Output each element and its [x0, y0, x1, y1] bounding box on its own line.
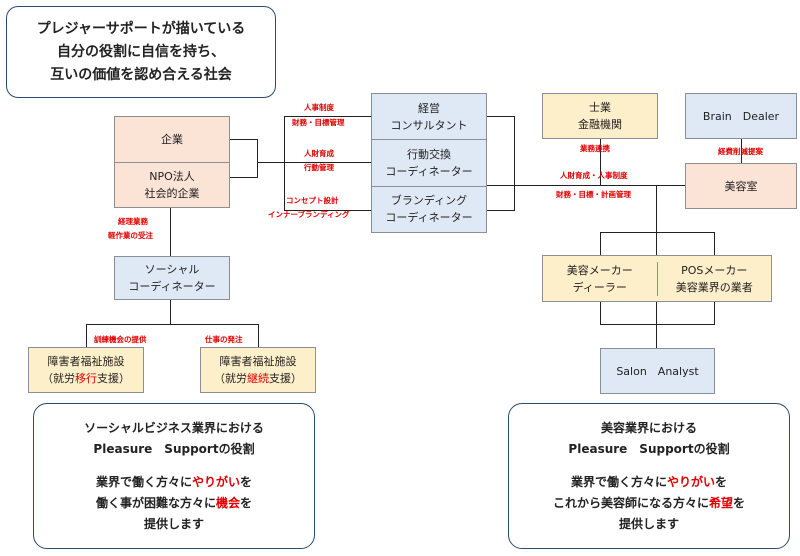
label-gyomu-renkei: 業務連携 — [580, 144, 610, 153]
connector-line — [284, 116, 285, 211]
beauty-role-line-1: 業界で働く方々にやりがいを — [570, 474, 728, 489]
connector-line — [86, 324, 87, 347]
salon-analyst-node: Salon Analyst — [600, 348, 715, 394]
npo-label-2: 社会的企業 — [144, 186, 200, 200]
connector-line — [600, 139, 601, 186]
connector-line — [86, 324, 259, 325]
facility-transition-node: 障害者福祉施設 （就労移行支援） — [28, 347, 144, 393]
salon-analyst-label: Salon Analyst — [616, 364, 699, 378]
social-coordinator-node: ソーシャル コーディネーター — [114, 256, 230, 300]
vision-line-2: 自分の役割に自信を持ち、 — [57, 43, 225, 60]
social-coordinator-label-1: ソーシャル — [144, 263, 200, 276]
pos-maker-label-1: POSメーカー — [681, 263, 748, 277]
connector-line — [170, 208, 171, 256]
biyo-maker-node: 美容メーカー ディーラー — [543, 262, 657, 296]
connector-line — [257, 139, 258, 178]
kodo-label-1: 行動交換 — [407, 147, 451, 161]
npo-label-1: NPO法人 — [149, 169, 195, 183]
connector-line — [600, 232, 601, 255]
shigyo-label-1: 士業 — [589, 101, 611, 114]
keiei-consultant-node: 経営 コンサルタント — [372, 94, 486, 139]
keiei-label-1: 経営 — [418, 101, 440, 115]
label-zaimu: 財務・目標管理 — [292, 118, 345, 127]
beauty-role-line-2: これから美容師になる方々に希望を — [552, 495, 746, 510]
connector-line — [487, 185, 685, 186]
label-jinji: 人事制度 — [304, 103, 334, 112]
brain-dealer-node: Brain Dealer — [685, 93, 797, 139]
connector-line — [230, 139, 258, 140]
maker-box: 美容メーカー ディーラー POSメーカー 美容業界の業者 — [542, 255, 772, 302]
label-jinzai-jinji: 人財育成・人事制度 — [560, 171, 628, 180]
label-kunren: 訓練機会の提供 — [94, 335, 147, 344]
connector-line — [170, 300, 171, 325]
vision-line-1: プレジャーサポートが描いている — [36, 20, 246, 37]
kigyo-npo-box: 企業 NPO法人 社会的企業 — [114, 116, 230, 208]
beauty-industry-role-box: 美容業界における Pleasure Supportの役割 業界で働く方々にやりが… — [508, 403, 790, 549]
biyoshitsu-node: 美容室 — [685, 163, 797, 209]
connector-line — [487, 210, 515, 211]
social-role-line-3: 提供します — [143, 516, 204, 531]
beauty-role-line-3: 提供します — [618, 516, 679, 531]
connector-line — [284, 116, 371, 117]
connector-line — [600, 324, 715, 325]
keiei-label-2: コンサルタント — [390, 118, 468, 132]
branding-coordinator-node: ブランディング コーディネーター — [372, 185, 486, 232]
connector-line — [600, 232, 714, 233]
kigyo-label: 企業 — [161, 132, 183, 146]
connector-line — [514, 116, 515, 211]
label-keihi: 経費削減提案 — [718, 147, 763, 156]
label-zaimu-keikaku: 財務・目標・計画管理 — [556, 190, 631, 199]
label-shigoto: 仕事の発注 — [205, 335, 243, 344]
shigyo-node: 士業 金融機関 — [542, 93, 658, 139]
beauty-role-title-2: Pleasure Supportの役割 — [568, 441, 730, 456]
facility-continuation-node: 障害者福祉施設 （就労継続支援） — [200, 347, 316, 393]
vision-line-3: 互いの価値を認め合える社会 — [50, 66, 232, 83]
vision-statement-box: プレジャーサポートが描いている 自分の役割に自信を持ち、 互いの価値を認め合える… — [6, 6, 276, 98]
social-role-line-1: 業界で働く方々にやりがいを — [95, 474, 253, 489]
facility-continuation-label-2: （就労継続支援） — [214, 372, 302, 385]
label-concept: コンセプト設計 — [286, 196, 339, 205]
label-keiri: 経理業務 — [118, 217, 148, 226]
social-role-title-1: ソーシャルビジネス業界における — [84, 420, 264, 435]
shigyo-label-2: 金融機関 — [578, 118, 622, 131]
brain-dealer-label: Brain Dealer — [702, 109, 780, 123]
facility-transition-label-2: （就労移行支援） — [42, 372, 130, 385]
facility-transition-label-1: 障害者福祉施設 — [47, 355, 125, 368]
biyo-maker-label-2: ディーラー — [572, 280, 627, 294]
pos-maker-node: POSメーカー 美容業界の業者 — [656, 261, 772, 296]
connector-line — [258, 162, 371, 163]
label-inner: インナーブランディング — [268, 210, 350, 219]
branding-label-2: コーディネーター — [385, 211, 473, 225]
connector-line — [714, 302, 715, 325]
facility-continuation-label-1: 障害者福祉施設 — [219, 355, 297, 368]
connector-line — [230, 177, 258, 178]
kodo-coordinator-node: 行動交換 コーディネーター — [372, 139, 486, 185]
consultant-stack: 経営 コンサルタント 行動交換 コーディネーター ブランディング コーディネータ… — [371, 93, 487, 233]
social-role-title-2: Pleasure Supportの役割 — [93, 441, 255, 456]
kodo-label-2: コーディネーター — [385, 164, 473, 178]
connector-line — [741, 139, 742, 163]
label-keisagyo: 軽作業の受注 — [108, 231, 153, 240]
connector-line — [284, 210, 371, 211]
npo-node: NPO法人 社会的企業 — [115, 161, 229, 208]
connector-line — [714, 232, 715, 255]
beauty-role-title-1: 美容業界における — [600, 420, 697, 435]
biyo-maker-label-1: 美容メーカー — [566, 263, 633, 277]
label-jinzai: 人財育成 — [304, 149, 334, 158]
social-business-role-box: ソーシャルビジネス業界における Pleasure Supportの役割 業界で働… — [33, 403, 315, 549]
biyoshitsu-label: 美容室 — [724, 179, 758, 193]
connector-line — [258, 324, 259, 347]
kigyo-node: 企業 — [115, 117, 229, 162]
label-kodo-kanri: 行動管理 — [304, 163, 334, 172]
connector-line — [487, 116, 514, 117]
social-coordinator-label-2: コーディネーター — [128, 280, 216, 293]
pos-maker-label-2: 美容業界の業者 — [675, 280, 753, 294]
branding-label-1: ブランディング — [390, 194, 468, 208]
social-role-line-2: 働く事が困難な方々に機会を — [95, 495, 253, 510]
connector-line — [600, 302, 601, 325]
